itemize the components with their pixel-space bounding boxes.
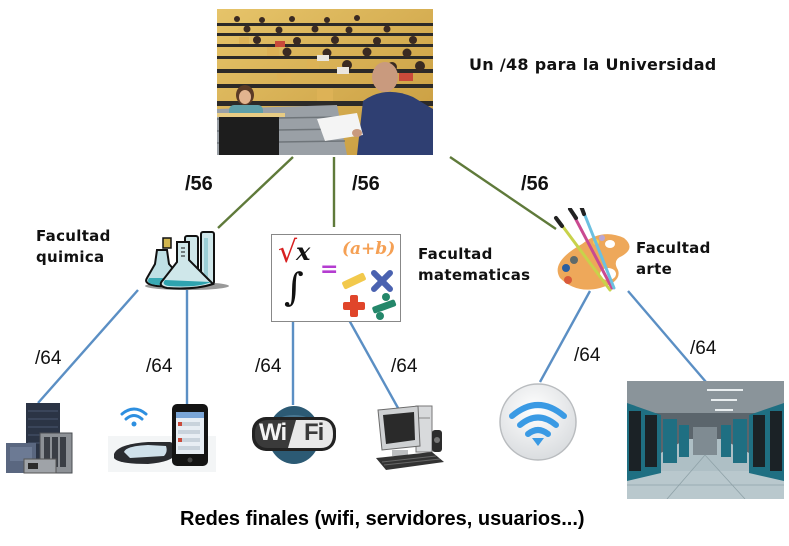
prefix-label-desktop: /64 xyxy=(391,356,418,377)
university-title: Un /48 para la Universidad xyxy=(469,55,717,74)
prefix-label-wifi-logo: /64 xyxy=(255,356,282,377)
prefix-label-wifi-signal: /64 xyxy=(574,345,601,366)
prefix-label-mobile: /64 xyxy=(146,356,173,377)
faculty-label-quimica: Facultad quimica xyxy=(36,226,111,268)
prefix-label-quimica: /56 xyxy=(185,173,213,195)
mobile-devices-icon xyxy=(108,400,216,472)
prefix-label-matematicas: /56 xyxy=(352,173,380,195)
lecture-hall-photo xyxy=(217,9,433,155)
wifi-logo-wi: Wi xyxy=(259,419,287,446)
link-arte-wifi-signal xyxy=(538,290,592,383)
x-symbol: x xyxy=(296,237,311,266)
equals-symbol: = xyxy=(320,257,339,282)
prefix-label-server: /64 xyxy=(35,348,62,369)
chemistry-flasks-icon xyxy=(135,228,235,292)
desktop-computer-icon xyxy=(372,404,450,470)
link-university-arte xyxy=(449,156,557,230)
faculty-label-line2: quimica xyxy=(36,248,105,266)
wifi-signal-icon xyxy=(498,382,578,462)
faculty-label-matematicas: Facultad matematicas xyxy=(418,244,530,286)
prefix-label-datacenter: /64 xyxy=(690,338,717,359)
server-rack-icon xyxy=(4,403,76,475)
a-plus-b-symbol: (a+b) xyxy=(342,239,396,259)
link-arte-datacenter xyxy=(627,290,707,383)
faculty-label-line1: Facultad xyxy=(36,227,111,245)
faculty-label-line2: arte xyxy=(636,260,673,278)
integral-symbol: ∫ xyxy=(284,265,304,309)
paint-palette-icon xyxy=(552,204,636,298)
link-matematicas-desktop xyxy=(347,319,400,409)
faculty-label-line2: matematicas xyxy=(418,266,531,284)
link-quimica-server xyxy=(37,289,139,404)
footer-caption: Redes finales (wifi, servidores, usuario… xyxy=(180,508,585,530)
wifi-logo-icon: Wi Fi xyxy=(250,405,338,465)
faculty-label-line1: Facultad xyxy=(418,245,493,263)
math-symbols-icon: √ x ∫ = (a+b) xyxy=(271,234,401,322)
faculty-label-arte: Facultad arte xyxy=(636,238,711,280)
arithmetic-operators-icon xyxy=(342,270,397,320)
prefix-label-arte: /56 xyxy=(521,173,549,195)
datacenter-icon xyxy=(627,381,784,500)
link-university-quimica xyxy=(217,156,294,229)
sqrt-symbol: √ xyxy=(278,235,298,270)
faculty-label-line1: Facultad xyxy=(636,239,711,257)
wifi-logo-fi: Fi xyxy=(304,419,324,446)
